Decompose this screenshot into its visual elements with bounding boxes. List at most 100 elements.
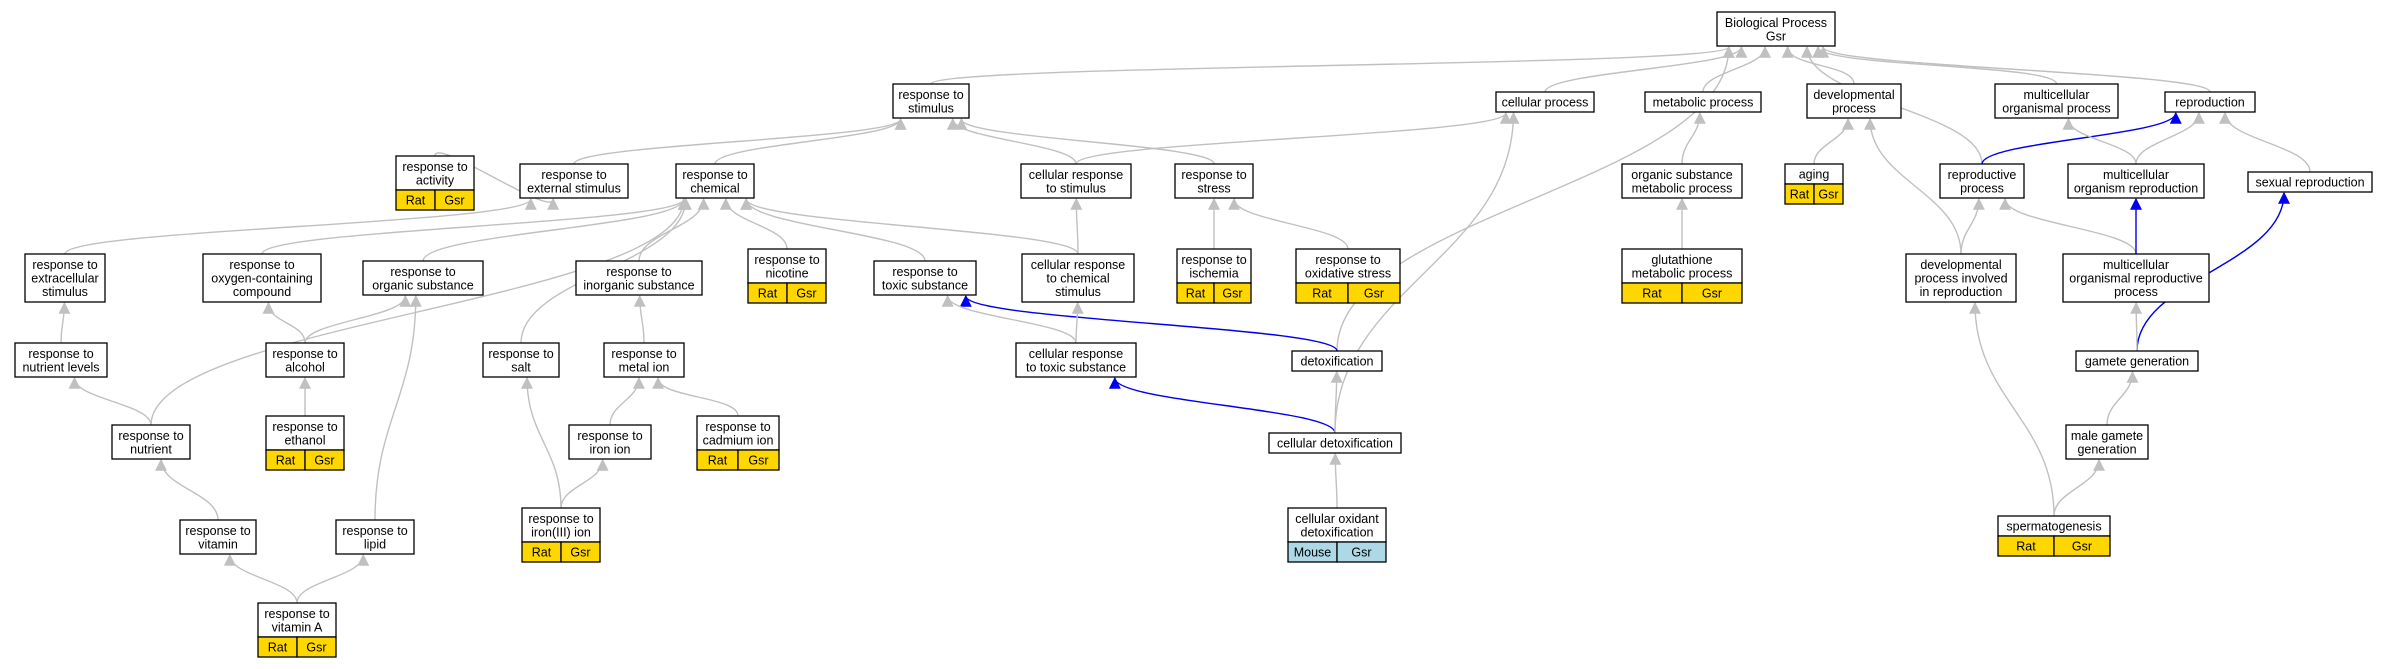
node-box [1495, 91, 1595, 113]
node-label-line: response to [1181, 253, 1246, 267]
node-label-line: response to [342, 524, 407, 538]
species-tag: Mouse [1287, 541, 1338, 563]
edge-rironion-to-rmetalion [609, 376, 645, 426]
node-cellproc[interactable]: cellular process [1495, 91, 1595, 113]
edge-cellrtoxic-to-rtoxic [941, 294, 1077, 344]
node-repro[interactable]: reproduction [2164, 91, 2256, 113]
species-tag-label: Rat [1186, 287, 1206, 301]
edge-devproc-to-bp [1781, 45, 1855, 85]
species-tag: Gsr [1347, 282, 1401, 304]
node-label-line: male gamete [2071, 429, 2143, 443]
node-label-line: response to [898, 88, 963, 102]
node-label-line: gamete generation [2085, 355, 2189, 369]
species-tag: Gsr [737, 449, 780, 471]
node-gametegen[interactable]: gamete generation [2075, 350, 2199, 372]
node-label-line: reproductive [1948, 168, 2017, 182]
node-label-line: response to [1181, 168, 1246, 182]
node-box [362, 260, 484, 296]
node-sexrepro[interactable]: sexual reproduction [2247, 171, 2373, 193]
edge-roxstress-to-rstress [1228, 197, 1349, 250]
node-label-line: extracellular [31, 272, 98, 286]
node-box [1939, 163, 2025, 199]
edge-gametegen-to-multiorgreproproc [2130, 301, 2143, 352]
species-tag: Gsr [1813, 183, 1844, 205]
edge-multiorgreproproc-to-reproproc [1999, 197, 2137, 255]
node-label-line: ischemia [1189, 266, 1238, 280]
node-label-line: process [2114, 285, 2158, 299]
edge-rvitamin-to-rnutrient [155, 458, 219, 521]
edge-devreproproc-to-devproc [1864, 117, 1962, 255]
node-label-line: response to [611, 347, 676, 361]
edge-rstress-to-rstim [955, 117, 1215, 165]
node-label-line: to chemical [1046, 272, 1109, 286]
node-label-line: iron(III) ion [531, 525, 591, 539]
node-box [202, 253, 322, 303]
species-tag: Gsr [560, 541, 601, 563]
node-box [1021, 253, 1135, 303]
node-metab[interactable]: metabolic process [1644, 91, 1762, 113]
edge-celloxdetox-to-celldetox [1329, 452, 1342, 509]
node-label-line: alcohol [285, 360, 325, 374]
node-label-line: cellular detoxification [1277, 437, 1393, 451]
species-tag-label: Gsr [1364, 287, 1384, 301]
species-tag-label: Rat [532, 546, 552, 560]
node-label-line: response to [705, 420, 770, 434]
node-label-line: activity [416, 173, 455, 187]
node-box [1015, 342, 1137, 378]
species-tag-label: Mouse [1294, 546, 1332, 560]
node-detox[interactable]: detoxification [1291, 350, 1383, 372]
node-label-line: metabolic process [1653, 96, 1754, 110]
node-box [747, 248, 827, 284]
species-tag-label: Rat [268, 641, 288, 655]
species-tag: Gsr [1336, 541, 1387, 563]
node-box [179, 519, 257, 555]
node-box [1287, 507, 1387, 543]
node-label-line: to stimulus [1046, 181, 1106, 195]
node-label-line: organism reproduction [2074, 181, 2198, 195]
species-tag-label: Gsr [1702, 287, 1722, 301]
node-box [2075, 350, 2199, 372]
node-celldetox[interactable]: cellular detoxification [1268, 432, 1402, 454]
